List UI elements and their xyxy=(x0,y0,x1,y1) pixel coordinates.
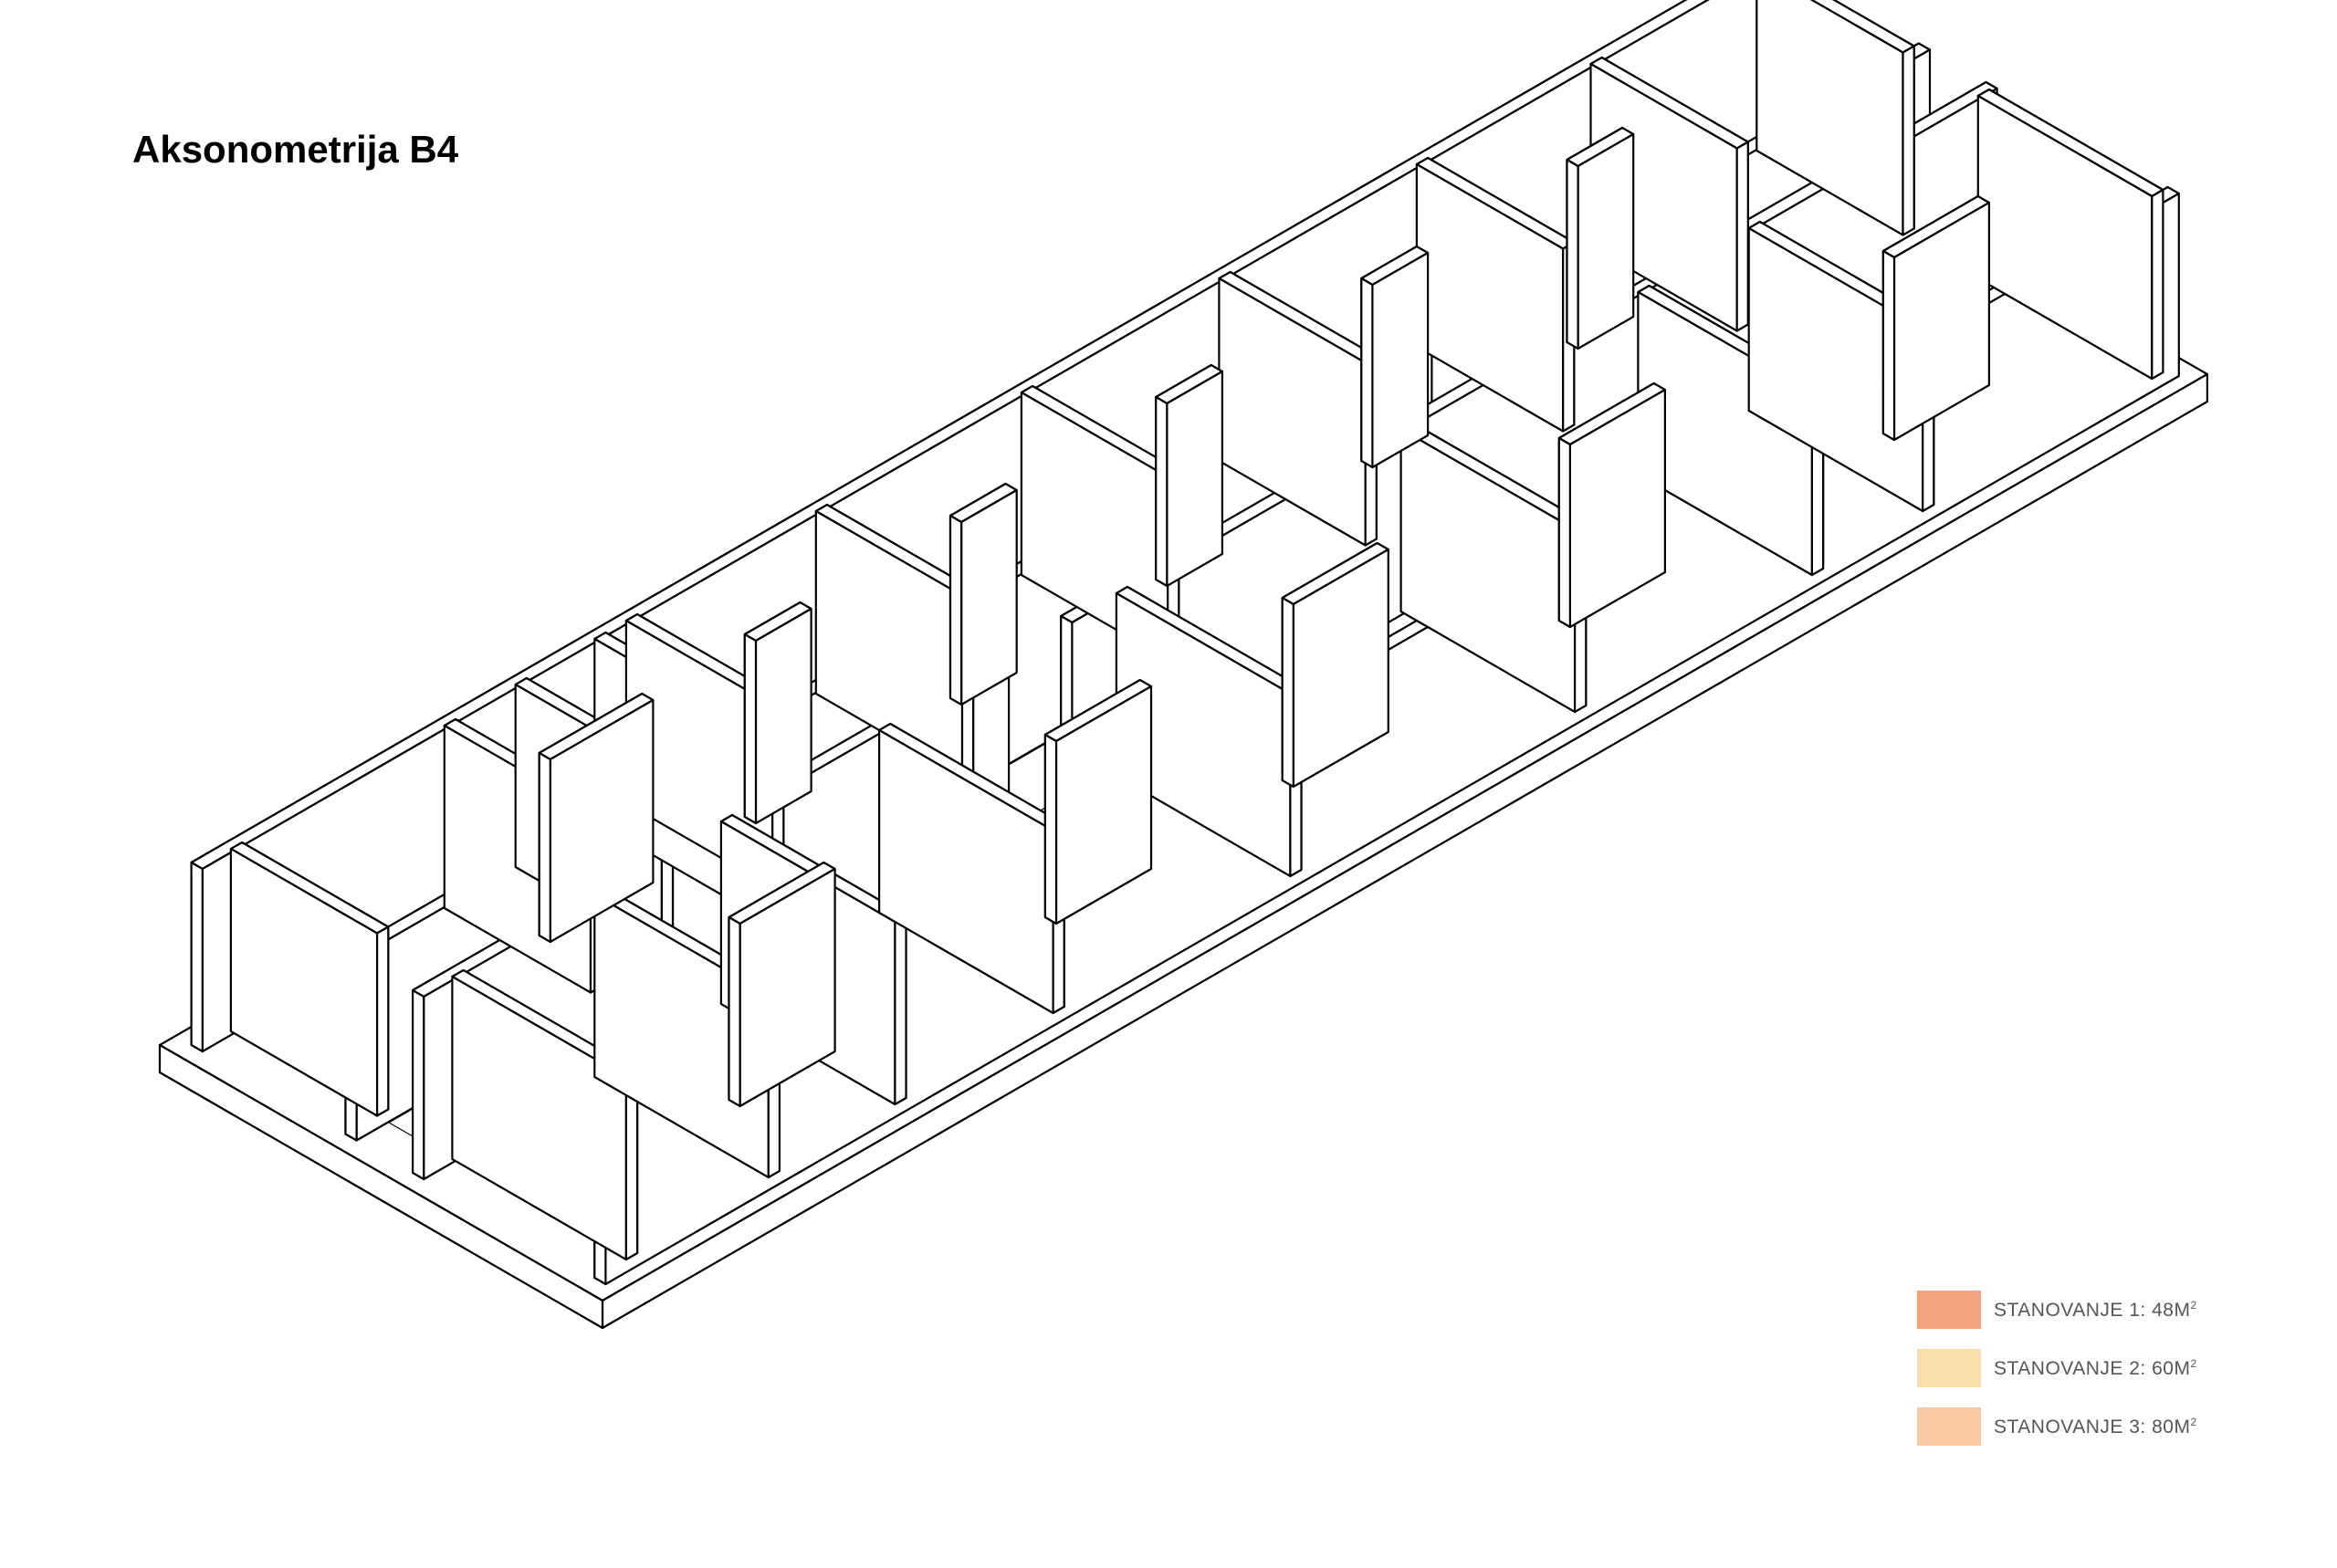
partition-south-8-end xyxy=(2151,188,2164,381)
partition-north-10-end xyxy=(1902,45,1915,236)
interior-north-0-end xyxy=(538,751,551,944)
interior-south-1-end xyxy=(1043,733,1058,925)
legend-swatch-stanovanje-1 xyxy=(1917,1291,1981,1329)
interior-north-4-end xyxy=(1360,277,1374,469)
partition-south-2-end xyxy=(894,914,907,1106)
legend-item-stanovanje-2: STANOVANJE 2: 60M2 xyxy=(1917,1349,2196,1387)
legend-item-stanovanje-1: STANOVANJE 1: 48M2 xyxy=(1917,1291,2196,1329)
interior-north-3-end xyxy=(1155,395,1168,588)
interior-north-1-face xyxy=(754,607,812,825)
legend-swatch-stanovanje-3 xyxy=(1917,1407,1981,1446)
legend-item-stanovanje-3: STANOVANJE 3: 80M2 xyxy=(1917,1407,2196,1446)
interior-south-0-end xyxy=(728,915,741,1108)
legend-label-stanovanje-3: STANOVANJE 3: 80M xyxy=(1994,1416,2191,1437)
legend-sup-stanovanje-2: 2 xyxy=(2190,1356,2197,1370)
partition-north-0-end xyxy=(376,925,390,1117)
base-slab-side xyxy=(158,1043,604,1330)
interior-north-3-face xyxy=(1166,370,1224,588)
interior-north-2-face xyxy=(959,488,1018,706)
interior-north-4-face xyxy=(1371,251,1430,469)
interior-north-5-end xyxy=(1566,158,1579,350)
interior-south-4-end xyxy=(1881,249,1896,442)
partition-north-9-end xyxy=(1735,141,1749,332)
legend-sup-stanovanje-1: 2 xyxy=(2190,1298,2197,1312)
legend-sup-stanovanje-3: 2 xyxy=(2190,1415,2197,1428)
interior-north-2-end xyxy=(948,514,963,706)
wall-corridor-south-end xyxy=(412,988,425,1181)
interior-north-5-face xyxy=(1577,132,1635,350)
drawing-title: Aksonometrija B4 xyxy=(132,128,459,171)
legend-swatch-stanovanje-2 xyxy=(1917,1349,1981,1387)
legend-label-stanovanje-1: STANOVANJE 1: 48M xyxy=(1994,1299,2191,1321)
interior-south-2-end xyxy=(1281,596,1294,789)
interior-north-1-end xyxy=(743,632,758,825)
interior-south-3-end xyxy=(1557,436,1572,629)
wall-back-end xyxy=(190,861,204,1053)
legend-label-stanovanje-2: STANOVANJE 2: 60M xyxy=(1994,1357,2191,1379)
